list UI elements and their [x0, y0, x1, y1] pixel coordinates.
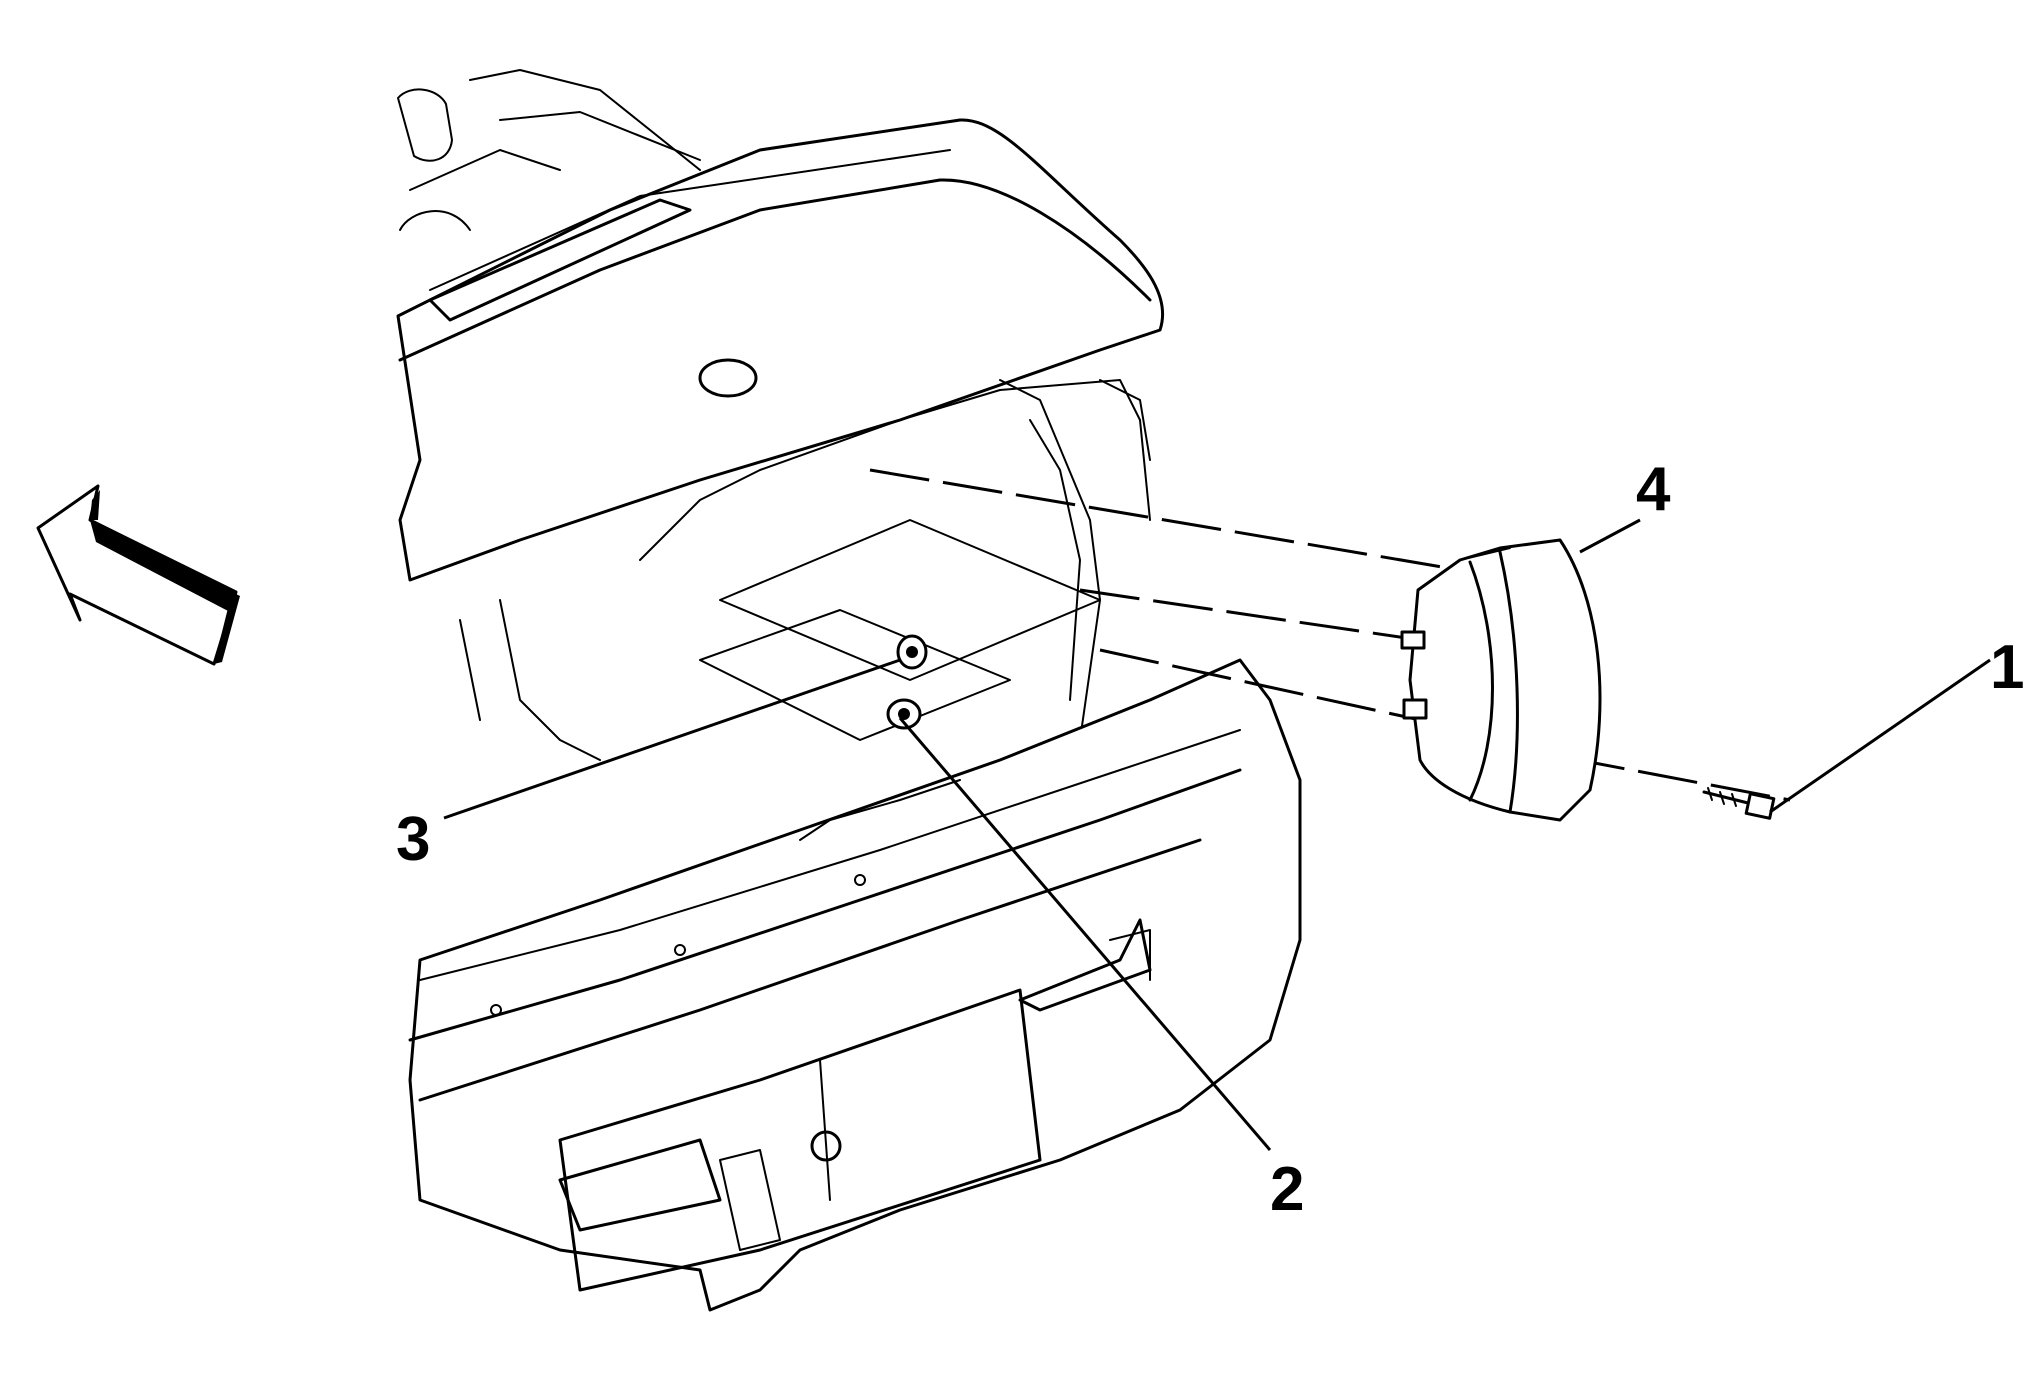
leader-lines [443, 518, 1991, 1151]
alignment-lines [699, 468, 1791, 802]
callout-1: 1 [1990, 633, 2024, 702]
leader-line-1 [1769, 658, 1991, 814]
leader-line-2 [898, 717, 1272, 1151]
tail-lamp-assembly [1400, 538, 1602, 822]
front-direction-arrow-icon [36, 484, 240, 666]
fastener-screw [1702, 787, 1776, 820]
callout-2: 2 [1270, 1155, 1304, 1224]
callout-3: 3 [396, 805, 430, 874]
vehicle-rear-body [396, 69, 1302, 1312]
retainer-clips [886, 634, 928, 730]
callout-4: 4 [1636, 455, 1671, 524]
leader-line-4 [1579, 518, 1641, 554]
leader-line-3 [443, 658, 901, 820]
